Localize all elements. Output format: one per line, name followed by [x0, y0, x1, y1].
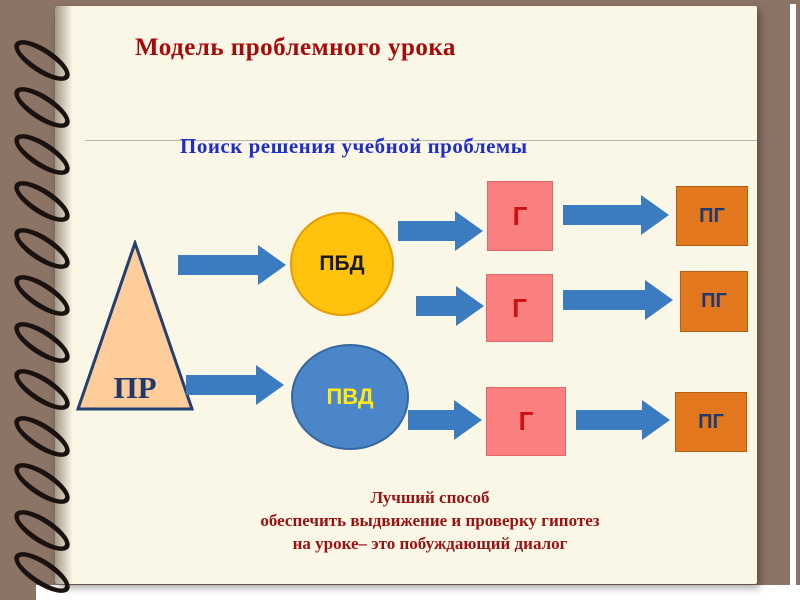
- bottom-page-edge: [36, 585, 800, 600]
- g-square-1: Г: [487, 181, 553, 251]
- arrow-to-g2-icon: [416, 296, 456, 316]
- problem-triangle: ПР: [75, 238, 195, 412]
- pvd-label: ПВД: [326, 384, 374, 409]
- problem-triangle-label: ПР: [113, 370, 157, 405]
- triangle-shape-icon: [75, 238, 195, 411]
- slide-title: Модель проблемного урока: [135, 34, 456, 61]
- arrow-triangle-to-pvd-icon: [186, 375, 256, 395]
- footer-line-3: на уроке– это побуждающий диалог: [292, 534, 568, 553]
- pbd-label: ПБД: [319, 252, 365, 275]
- footer-line-1: Лучший способ: [370, 488, 490, 507]
- g-label-1: Г: [512, 200, 528, 231]
- footer-text: Лучший способ обеспечить выдвижение и пр…: [170, 486, 690, 555]
- g-label-2: Г: [512, 292, 527, 323]
- arrow-g2-to-pg2-icon: [563, 290, 645, 310]
- pbd-circle: ПБД: [290, 212, 394, 316]
- pg-square-3: ПГ: [675, 392, 747, 452]
- pg-label-1: ПГ: [699, 204, 725, 227]
- g-label-3: Г: [518, 406, 534, 436]
- arrow-g1-to-pg1-icon: [563, 205, 641, 225]
- arrow-pvd-to-g3-icon: [408, 410, 454, 430]
- right-page-edge: [790, 4, 796, 600]
- g-square-2: Г: [486, 274, 553, 342]
- g-square-3: Г: [486, 387, 566, 456]
- pvd-circle: ПВД: [291, 344, 409, 450]
- divider-line: [85, 140, 757, 141]
- arrow-pbd-to-g1-icon: [398, 221, 455, 241]
- slide-subtitle: Поиск решения учебной проблемы: [180, 134, 528, 158]
- arrow-triangle-to-pbd-icon: [178, 255, 258, 275]
- footer-line-2: обеспечить выдвижение и проверку гипотез: [260, 511, 600, 530]
- arrow-g3-to-pg3-icon: [576, 410, 642, 430]
- pg-label-3: ПГ: [698, 410, 724, 433]
- pg-square-2: ПГ: [680, 271, 748, 332]
- pg-square-1: ПГ: [676, 186, 748, 246]
- pg-label-2: ПГ: [701, 290, 727, 312]
